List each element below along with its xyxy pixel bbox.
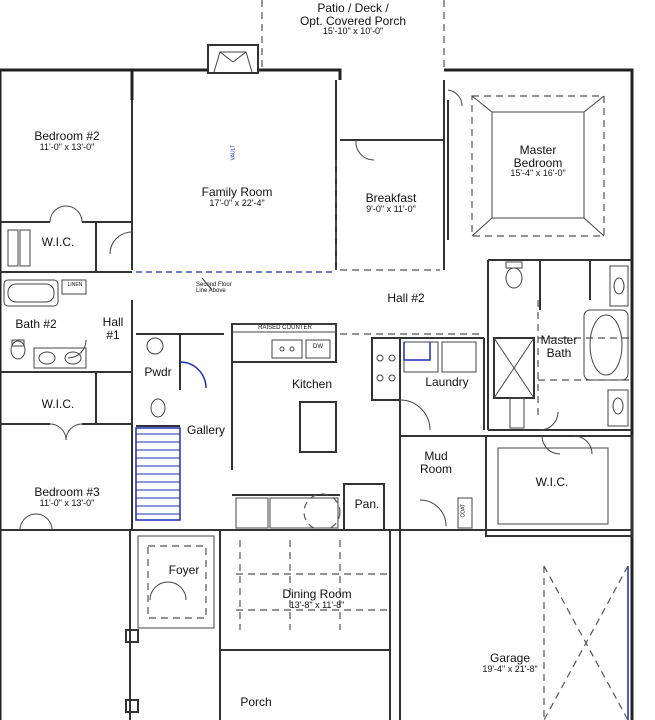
bath2-label: Bath #2: [15, 317, 57, 331]
pan-label: Pan.: [354, 497, 380, 511]
breakfast-dim: 9'-0" x 11'-0": [366, 203, 416, 214]
mudroom-name2: Room: [419, 461, 452, 476]
masterbath-label: Master Bath: [534, 334, 584, 359]
bedroom3-name: Bedroom #3: [34, 485, 100, 499]
hall1-name: Hall: [102, 315, 124, 329]
masterbath-name: Master: [540, 333, 578, 347]
breakfast-walls: [340, 80, 445, 270]
laundry-label: Laundry: [425, 375, 469, 389]
vault-note: VAULT: [230, 144, 237, 161]
patio-label: Patio / Deck / Opt. Covered Porch 15'-10…: [262, 2, 444, 37]
pwdr-gallery-walls: [136, 333, 224, 427]
second-floor-note: Second Floor Line Above: [196, 282, 256, 295]
mudroom-name: Mud: [424, 449, 448, 463]
second-floor-text: Second Floor: [196, 282, 232, 288]
wic-mid-label: W.I.C.: [41, 397, 75, 411]
breakfast-name: Breakfast: [365, 191, 417, 205]
bedroom3-label: Bedroom #3 11'-0" x 13'-0": [10, 486, 124, 508]
lower-center-walls: [132, 440, 632, 531]
garage-dim: 19'-4" x 21'-8": [482, 663, 538, 674]
fireplace: [207, 44, 259, 74]
master-wic-walls: [485, 435, 633, 537]
wic-top-label: W.I.C.: [41, 235, 75, 249]
exterior-walls: [0, 68, 634, 720]
garage-name: Garage: [489, 651, 531, 665]
family-name: Family Room: [201, 185, 273, 199]
family-room-walls: [136, 80, 440, 291]
raised-counter-note: RAISED COUNTER: [258, 325, 312, 331]
porch-label: Porch: [240, 695, 272, 709]
dining-label: Dining Room 13'-8" x 11'-8": [252, 588, 382, 610]
family-label: Family Room 17'-0" x 22'-4": [160, 186, 314, 208]
foyer-label: Foyer: [168, 563, 200, 577]
pwdr-label: Pwdr: [144, 365, 172, 379]
hall1-label: Hall #1: [98, 316, 128, 341]
mudroom-label: Mud Room: [410, 450, 462, 475]
left-column-walls: [0, 100, 133, 531]
breakfast-label: Breakfast 9'-0" x 11'-0": [344, 192, 438, 214]
wic-master-label: W.I.C.: [535, 475, 569, 489]
master-name2: Bedroom: [513, 155, 563, 170]
patio-name2: Opt. Covered Porch: [299, 13, 407, 28]
kitchen-label: Kitchen: [291, 377, 333, 391]
bedroom2-dim: 11'-0" x 13'-0": [39, 141, 95, 152]
masterbath-name2: Bath: [546, 345, 572, 360]
patio-dim: 15'-10" x 10'-0": [322, 26, 384, 37]
master-label: Master Bedroom 15'-4" x 16'-0": [490, 144, 586, 179]
kitchen-walls: [231, 323, 486, 470]
hall1-name2: #1: [106, 327, 120, 342]
linen-note: LINEN: [67, 282, 83, 288]
garage-walls: [399, 530, 629, 720]
bedroom2-name: Bedroom #2: [34, 129, 100, 143]
dining-name: Dining Room: [282, 587, 352, 601]
garage-label: Garage 19'-4" x 21'-8": [462, 652, 558, 674]
master-dim: 15'-4" x 16'-0": [510, 168, 566, 179]
master-bath-walls: [487, 259, 632, 431]
master-name: Master: [519, 143, 557, 157]
hall2-label: Hall #2: [387, 291, 425, 305]
master-bedroom-walls: [447, 89, 605, 240]
bedroom2-label: Bedroom #2 11'-0" x 13'-0": [10, 130, 124, 152]
patio-name: Patio / Deck /: [317, 1, 389, 15]
coat-note: COAT: [460, 503, 467, 518]
dw-note: DW: [313, 344, 323, 350]
bedroom3-dim: 11'-0" x 13'-0": [39, 497, 95, 508]
foyer-dining-walls: [125, 530, 391, 720]
gallery-label: Gallery: [186, 423, 225, 437]
family-dim: 17'-0" x 22'-4": [209, 197, 265, 208]
stair-treads: [136, 433, 180, 515]
dining-dim: 13'-8" x 11'-8": [289, 599, 345, 610]
line-above-text: Line Above: [196, 288, 226, 295]
